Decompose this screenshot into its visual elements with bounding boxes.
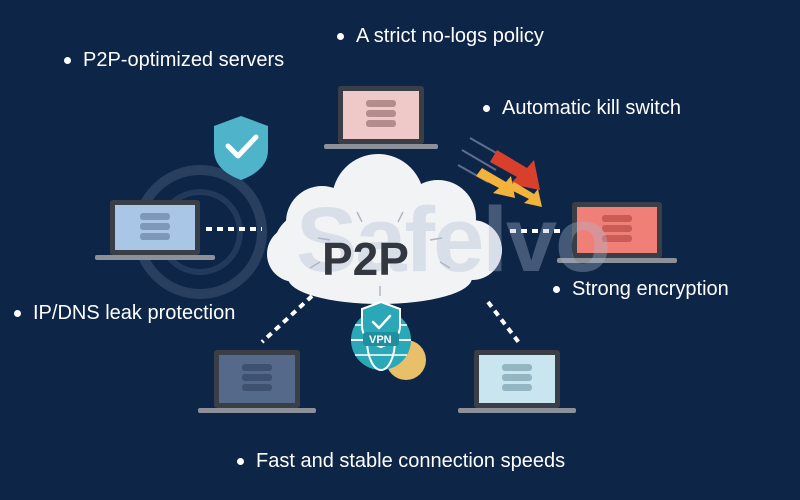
bullet-dot — [64, 57, 71, 64]
center-label: P2P — [322, 233, 409, 285]
laptop-icon — [324, 86, 438, 149]
feature-label: P2P-optimized servers — [83, 49, 285, 71]
radial-ticks — [309, 211, 451, 296]
vpn-badge-label: VPN — [369, 334, 392, 346]
feature-item: Strong encryption — [553, 278, 729, 301]
cloud-icon — [267, 154, 502, 304]
laptop-icon — [95, 200, 215, 260]
feature-item: Fast and stable connection speeds — [237, 450, 565, 473]
feature-label: A strict no-logs policy — [356, 25, 544, 47]
feature-label: Automatic kill switch — [502, 97, 681, 119]
feature-label: Strong encryption — [572, 278, 729, 300]
bullet-dot — [237, 458, 244, 465]
feature-label: Fast and stable connection speeds — [256, 450, 566, 472]
connector-bottom-left — [260, 294, 314, 344]
bullet-dot — [14, 310, 21, 317]
feature-item: IP/DNS leak protection — [14, 302, 235, 325]
watermark: Safelvo — [296, 189, 611, 291]
feature-item: P2P-optimized servers — [64, 49, 284, 72]
feature-item: A strict no-logs policy — [337, 25, 544, 48]
bullet-dot — [553, 286, 560, 293]
vpn-globe-icon — [351, 300, 426, 380]
laptop-icon — [198, 350, 316, 413]
laptop-icon — [458, 350, 576, 413]
connectors — [206, 158, 560, 346]
bullet-dot — [483, 105, 490, 112]
laptop-icon — [557, 202, 677, 263]
feature-label: IP/DNS leak protection — [33, 302, 236, 324]
feature-item: Automatic kill switch — [483, 97, 681, 120]
bullet-dot — [337, 33, 344, 40]
connector-bottom-right — [486, 300, 522, 346]
arrow-icon — [457, 137, 542, 207]
shield-check-icon — [214, 116, 268, 180]
